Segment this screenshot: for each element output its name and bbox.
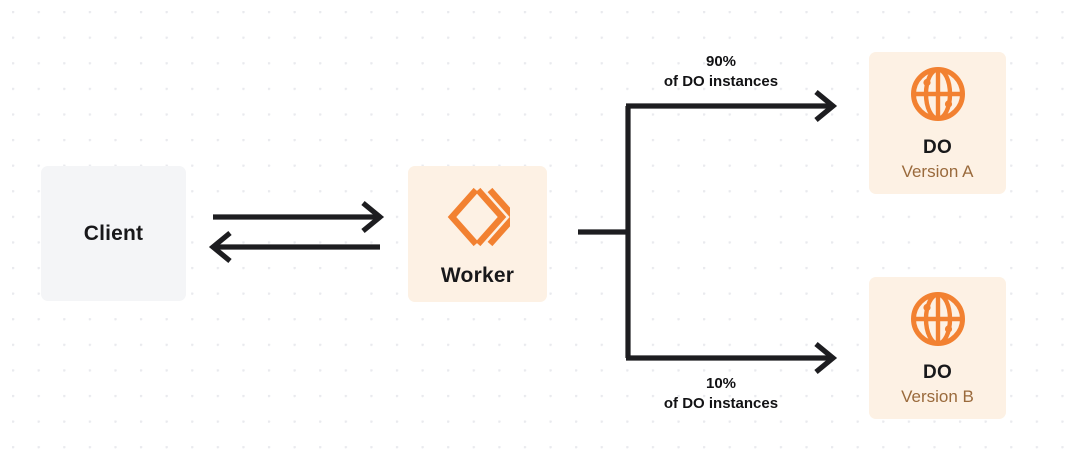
node-do-version-b: DO Version B [869,277,1006,419]
node-do-version-a-label: DO [922,136,953,158]
edge-label-do-version-b: 10% of DO instances [632,374,810,415]
node-worker-label: Worker [440,264,515,287]
arrow-worker-to-do-version-b [626,341,838,375]
edge-label-do-version-a-description: of DO instances [663,73,779,91]
edge-label-do-version-a-percent: 90% [705,53,737,70]
edge-label-do-version-b-description: of DO instances [663,395,779,413]
globe-icon [909,290,967,348]
edge-label-do-version-b-percent: 10% [705,375,737,392]
arrow-worker-to-do-version-a [626,89,838,123]
arrow-client-to-worker [213,200,385,234]
globe-icon [909,65,967,123]
edge-label-do-version-a: 90% of DO instances [632,52,810,93]
node-do-version-b-sublabel: Version B [901,386,974,406]
node-do-version-a: DO Version A [869,52,1006,194]
node-do-version-b-label: DO [922,361,953,383]
arrow-worker-to-client [208,230,380,264]
node-client-label: Client [83,221,144,245]
branch-trunk-worker [578,106,631,358]
node-worker: Worker [408,166,547,302]
cloudflare-workers-logo-icon [446,186,510,248]
node-do-version-a-sublabel: Version A [901,161,974,181]
node-client: Client [41,166,186,301]
